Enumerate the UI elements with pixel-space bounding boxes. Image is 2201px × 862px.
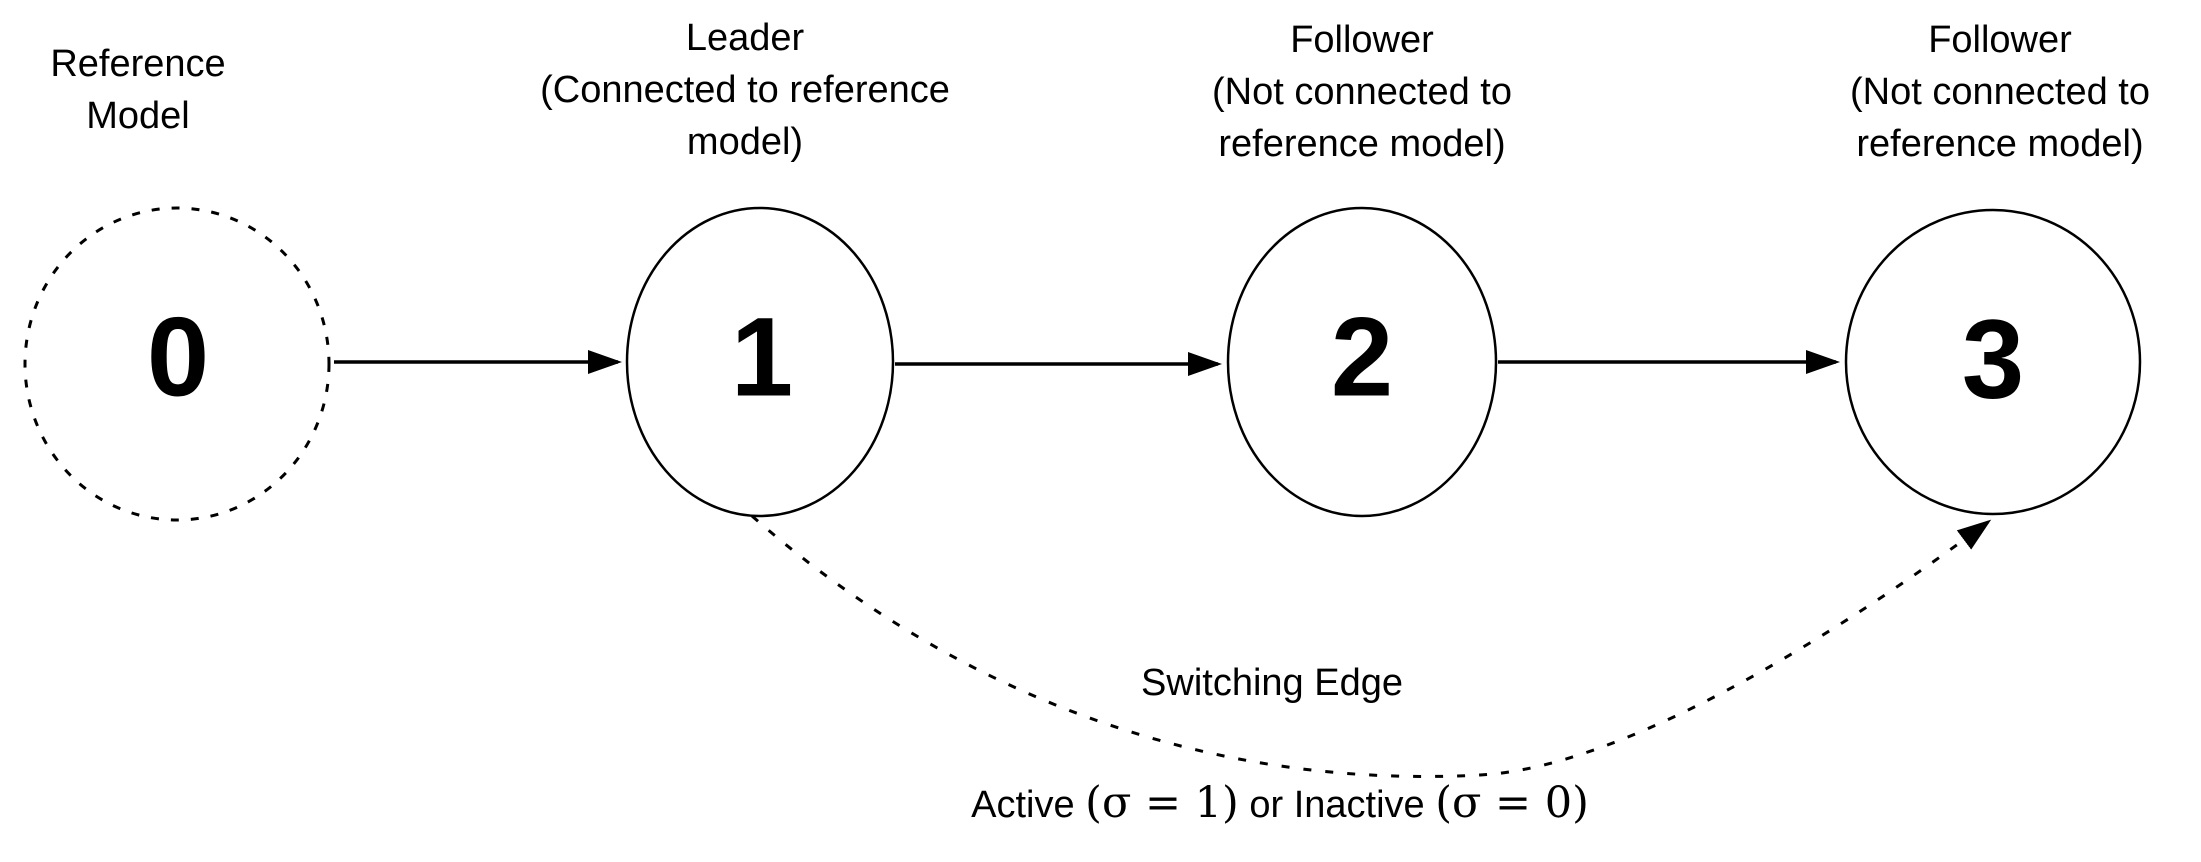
node-1-circle [625, 206, 895, 518]
label-line: model) [686, 121, 804, 163]
label-line: Model [86, 95, 190, 137]
node-3-label: Follower (Not connected to reference mod… [1850, 14, 2150, 170]
label-line: reference model) [1856, 123, 2144, 165]
label-line: Leader [685, 17, 805, 59]
state-or-inactive-text: or Inactive [1249, 784, 1425, 826]
switching-edge-path [751, 514, 1992, 778]
label-line: Follower [1928, 19, 2072, 61]
node-3-value: 3 [1961, 296, 2025, 422]
switching-edge-label: Switching Edge [1141, 662, 1403, 704]
label-line: (Not connected to [1212, 71, 1512, 113]
node-3-circle [1844, 208, 2142, 516]
label-line: Reference [50, 43, 226, 85]
node-2-label: Follower (Not connected to reference mod… [1212, 14, 1512, 170]
node-0-label: Reference Model [50, 38, 225, 142]
state-active-text: Active [971, 784, 1075, 826]
sigma-active-math: (σ = 1) [1085, 778, 1239, 828]
node-2-circle [1226, 206, 1498, 518]
switching-state-label: Active (σ = 1) or Inactive (σ = 0) [971, 778, 1589, 828]
node-0-circle [23, 206, 331, 522]
label-line: (Connected to reference [540, 69, 950, 111]
node-1-label: Leader (Connected to reference model) [540, 12, 950, 168]
label-line: reference model) [1218, 123, 1506, 165]
node-0-value: 0 [146, 294, 210, 420]
label-line: Follower [1290, 19, 1434, 61]
node-1-value: 1 [730, 294, 794, 420]
node-2-value: 2 [1330, 294, 1394, 420]
label-line: (Not connected to [1850, 71, 2150, 113]
sigma-inactive-math: (σ = 0) [1435, 778, 1589, 828]
